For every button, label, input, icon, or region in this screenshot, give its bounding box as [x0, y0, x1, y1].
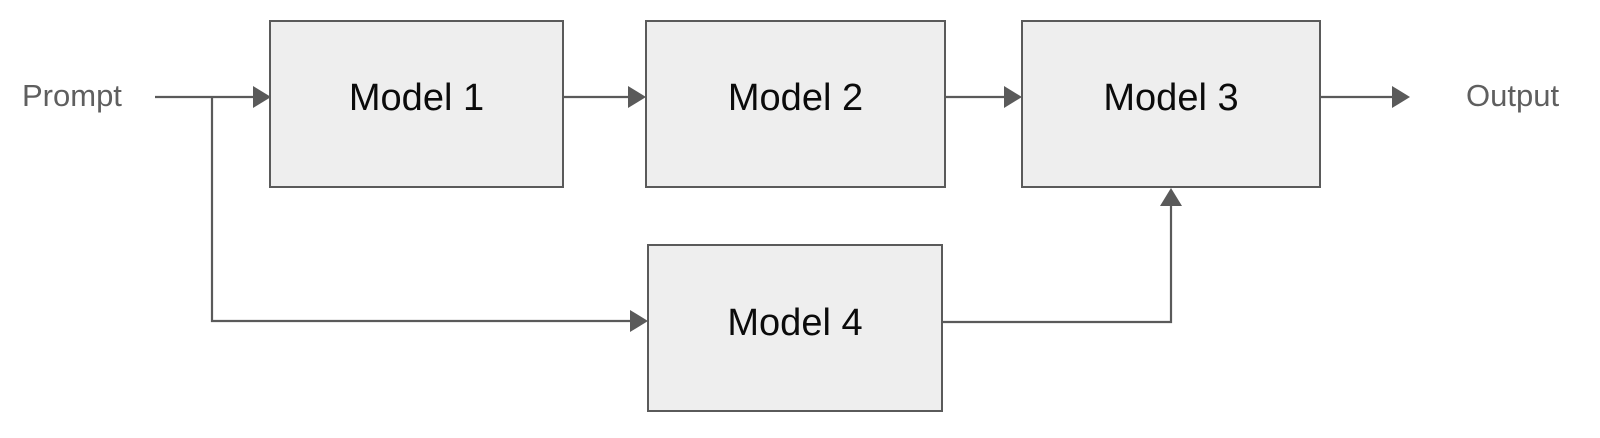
node-model3[interactable]: Model 3 [1021, 20, 1321, 188]
arrow-head-icon [1392, 86, 1410, 108]
node-label: Model 2 [728, 77, 863, 119]
edge-model3-to-output [1320, 86, 1410, 108]
node-model2[interactable]: Model 2 [645, 20, 946, 188]
node-label: Model 3 [1103, 77, 1238, 119]
edge-model4-to-model3 [942, 188, 1182, 324]
node-box[interactable] [647, 244, 943, 412]
node-model4[interactable]: Model 4 [647, 244, 943, 412]
edge-prompt-to-model4 [210, 97, 648, 332]
node-label: Model 1 [349, 77, 484, 119]
input-label: Prompt [22, 78, 122, 113]
edge-line [210, 97, 630, 323]
edge-model1-to-model2 [563, 86, 646, 108]
arrow-head-icon [630, 310, 648, 332]
node-model1[interactable]: Model 1 [269, 20, 564, 188]
edge-line [942, 206, 1173, 324]
arrow-head-icon [1160, 188, 1182, 206]
node-box[interactable] [269, 20, 564, 188]
node-label: Model 4 [727, 302, 862, 344]
output-label: Output [1466, 78, 1559, 113]
arrow-head-icon [628, 86, 646, 108]
arrow-head-icon [1004, 86, 1022, 108]
node-box[interactable] [1021, 20, 1321, 188]
edge-model2-to-model3 [945, 86, 1022, 108]
node-box[interactable] [645, 20, 946, 188]
edge-prompt-to-model1 [155, 86, 271, 108]
arrow-head-icon [253, 86, 271, 108]
